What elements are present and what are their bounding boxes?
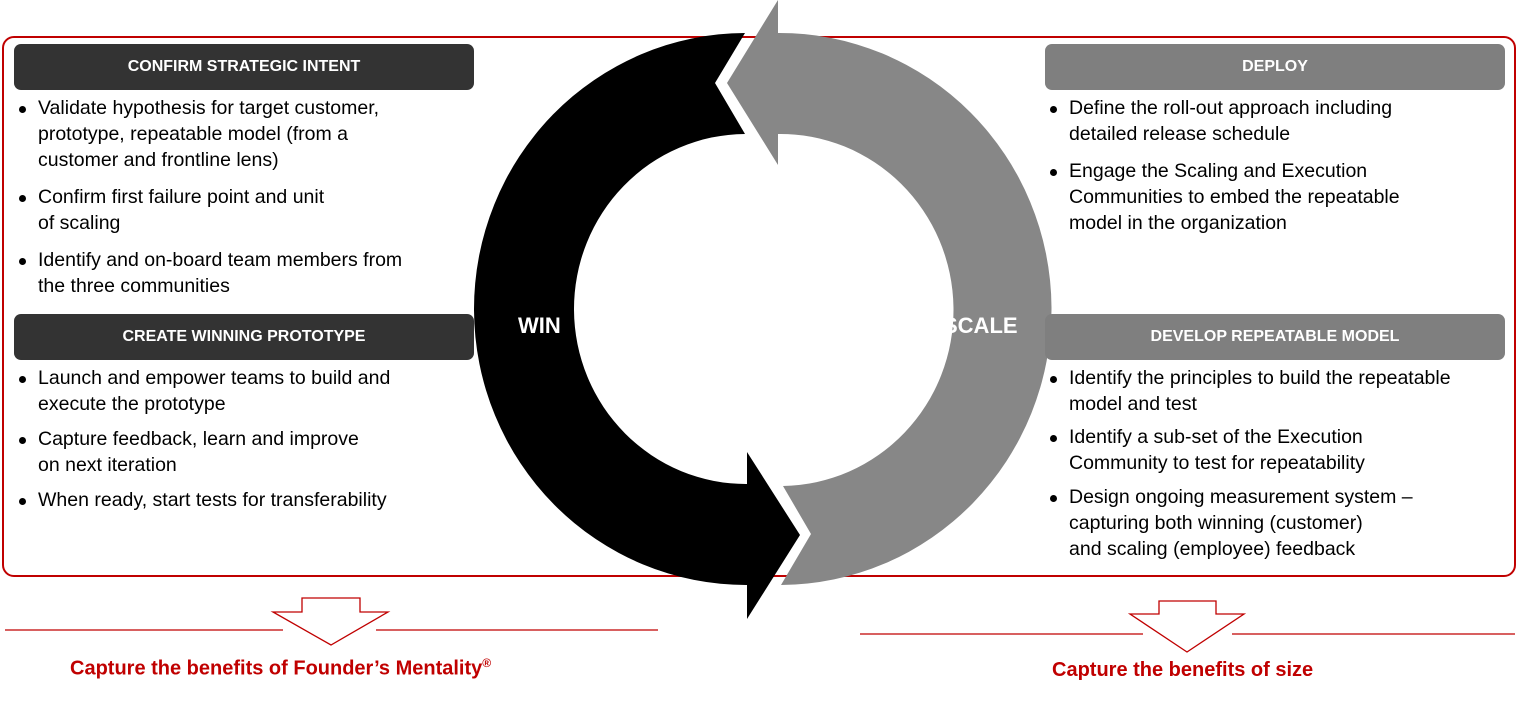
- bullet: Validate hypothesis for target customer,…: [19, 95, 380, 173]
- bullet-text: Identify and on-board team members from …: [38, 249, 403, 297]
- scale-arrow: [727, 0, 1052, 585]
- bullet-icon: [19, 437, 26, 444]
- down-arrow-icon: [1127, 600, 1247, 653]
- bullet: Design ongoing measurement system – capt…: [1050, 484, 1413, 562]
- bullet-icon: [19, 106, 26, 113]
- bullet: Define the roll-out approach including d…: [1050, 95, 1393, 147]
- bullet-icon: [19, 195, 26, 202]
- confirm-strategic-intent-header: CONFIRM STRATEGIC INTENT: [14, 44, 474, 90]
- right-benefit-divider: [860, 600, 1515, 653]
- bullet-icon: [1050, 376, 1057, 383]
- bullet-text: Identify the principles to build the rep…: [1069, 367, 1451, 415]
- founders-mentality-benefit: Capture the benefits of Founder’s Mental…: [70, 656, 491, 681]
- bullet-icon: [19, 258, 26, 265]
- develop-repeatable-model-header: DEVELOP REPEATABLE MODEL: [1045, 314, 1505, 360]
- left-benefit-divider: [5, 597, 658, 646]
- win-label: WIN: [518, 313, 561, 338]
- bullet-text: Define the roll-out approach including d…: [1069, 97, 1393, 145]
- bullet: Capture feedback, learn and improve on n…: [19, 426, 359, 478]
- bullet-icon: [1050, 169, 1057, 176]
- benefit-text: Capture the benefits of Founder’s Mental…: [70, 657, 483, 680]
- bullet: Confirm first failure point and unit of …: [19, 184, 325, 236]
- bullet: Identify the principles to build the rep…: [1050, 365, 1451, 417]
- bullet-text: Capture feedback, learn and improve on n…: [38, 428, 359, 476]
- bullet-icon: [1050, 106, 1057, 113]
- bullet-icon: [19, 498, 26, 505]
- bullet-text: When ready, start tests for transferabil…: [38, 489, 387, 511]
- bullet-text: Validate hypothesis for target customer,…: [38, 97, 380, 171]
- bullet-icon: [19, 376, 26, 383]
- bullet-text: Identify a sub-set of the Execution Comm…: [1069, 426, 1365, 474]
- bullet-text: Confirm first failure point and unit of …: [38, 186, 325, 234]
- bullet-icon: [1050, 495, 1057, 502]
- bullet-text: Engage the Scaling and Execution Communi…: [1069, 160, 1400, 234]
- bullet: Engage the Scaling and Execution Communi…: [1050, 158, 1400, 236]
- size-benefit: Capture the benefits of size: [1052, 659, 1314, 681]
- bullet: Launch and empower teams to build and ex…: [19, 365, 391, 417]
- deploy-header: DEPLOY: [1045, 44, 1505, 90]
- bullet-text: Design ongoing measurement system – capt…: [1069, 486, 1413, 560]
- scale-label: SCALE: [943, 313, 1018, 338]
- win-arrow: [473, 33, 800, 619]
- bullet-text: Launch and empower teams to build and ex…: [38, 367, 391, 415]
- bullet: Identify and on-board team members from …: [19, 247, 403, 299]
- bullet-icon: [1050, 435, 1057, 442]
- registered-mark: ®: [482, 656, 492, 670]
- down-arrow-icon: [270, 597, 391, 646]
- create-winning-prototype-header: CREATE WINNING PROTOTYPE: [14, 314, 474, 360]
- bullet: Identify a sub-set of the Execution Comm…: [1050, 424, 1365, 476]
- bullet: When ready, start tests for transferabil…: [19, 487, 387, 513]
